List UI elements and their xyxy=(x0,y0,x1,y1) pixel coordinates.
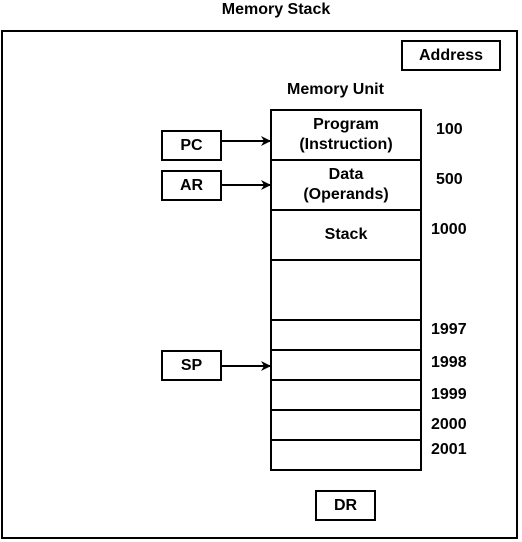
address-label: 100 xyxy=(436,121,463,138)
dr-register-box: DR xyxy=(315,490,376,521)
memory-cell-text: Data xyxy=(328,166,364,183)
address-label: 500 xyxy=(436,171,463,188)
address-label: 1999 xyxy=(431,386,467,403)
address-label: 1000 xyxy=(431,221,467,238)
diagram-title: Memory Stack xyxy=(221,1,331,18)
memory-cell-data: Data (Operands) xyxy=(270,159,422,211)
sp-register-box: SP xyxy=(161,350,222,381)
ar-register-box: AR xyxy=(161,170,222,201)
address-label: 1997 xyxy=(431,321,467,338)
memory-cell-2001 xyxy=(270,439,422,471)
address-label: 1998 xyxy=(431,354,467,371)
memory-cell-text: Stack xyxy=(324,226,368,243)
memory-unit-label: Memory Unit xyxy=(287,81,384,98)
memory-cell-text: (Operands) xyxy=(303,186,389,203)
memory-cell-text: Program xyxy=(313,116,379,133)
diagram-frame xyxy=(1,30,518,539)
pc-register-box: PC xyxy=(161,130,222,161)
memory-cell-1999 xyxy=(270,379,422,411)
address-legend-box: Address xyxy=(401,40,501,71)
address-label: 2001 xyxy=(431,441,467,458)
memory-cell-text: (Instruction) xyxy=(299,136,393,153)
address-label: 2000 xyxy=(431,416,467,433)
memory-cell-program: Program (Instruction) xyxy=(270,109,422,161)
